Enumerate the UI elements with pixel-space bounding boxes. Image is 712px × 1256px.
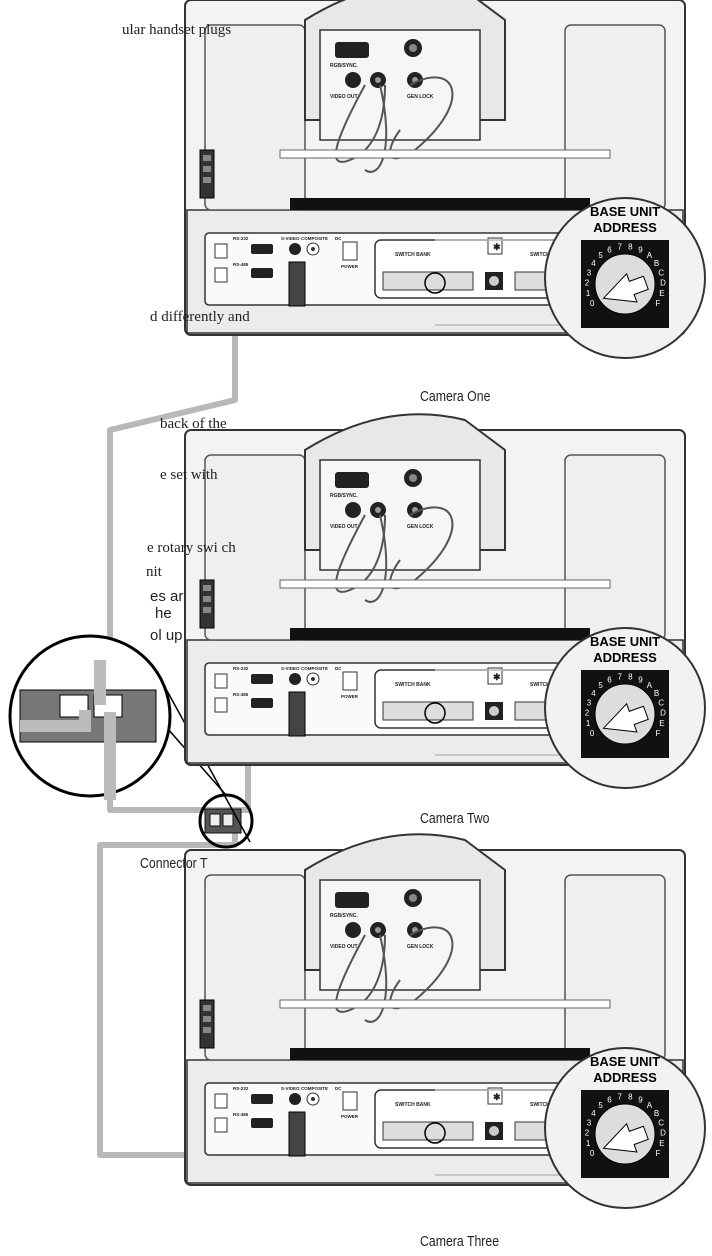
callout-title-line2: ADDRESS (593, 1070, 657, 1085)
callout-title-line2: ADDRESS (593, 220, 657, 235)
dial-digit: D (660, 709, 666, 718)
dial-digit: 5 (598, 1101, 603, 1110)
dial-digit: 3 (587, 268, 592, 277)
dial-digit: 7 (617, 672, 622, 681)
dial-digit: 4 (591, 259, 596, 268)
dial-digit: C (658, 268, 664, 277)
dial-digit: C (658, 698, 664, 707)
dial-digit: 9 (638, 675, 643, 684)
dial-digit: 7 (617, 1092, 622, 1101)
dial-digit: B (654, 259, 659, 268)
dial-digit: 8 (628, 672, 633, 681)
callout-title-line2: ADDRESS (593, 650, 657, 665)
dial-digit: A (647, 251, 653, 260)
dial-digit: 8 (628, 1092, 633, 1101)
dial-digit: B (654, 1109, 659, 1118)
dial-digit: 0 (590, 1149, 595, 1158)
dial-digit: 9 (638, 1095, 643, 1104)
dial-digit: 4 (591, 689, 596, 698)
dial-digit: E (659, 719, 664, 728)
dial-digit: 6 (607, 675, 612, 684)
dial-digit: 6 (607, 245, 612, 254)
caption-camera-three: Camera Three (420, 1233, 499, 1250)
dial-digit: 6 (607, 1095, 612, 1104)
caption-camera-one: Camera One (420, 388, 490, 405)
dial-digit: B (654, 689, 659, 698)
connector-t-jack (223, 814, 233, 826)
dial-digit: D (660, 279, 666, 288)
dial-digit: F (655, 299, 660, 308)
dial-digit: 2 (585, 279, 590, 288)
text-fragment: e set with (160, 467, 218, 484)
connector-t-label: Connector T (140, 855, 207, 872)
dial-digit: 1 (586, 719, 591, 728)
text-fragment: d differently and (150, 309, 250, 326)
dial-digit: F (655, 729, 660, 738)
text-fragment: back of the (160, 416, 227, 433)
caption-camera-two: Camera Two (420, 810, 490, 827)
dial-digit: 9 (638, 245, 643, 254)
text-fragment: nit (146, 564, 162, 581)
connector-t-jack (210, 814, 220, 826)
dial-digit: 7 (617, 242, 622, 251)
text-fragment: he (155, 605, 172, 622)
dial-digit: 8 (628, 242, 633, 251)
callout-title-line1: BASE UNIT (590, 204, 660, 219)
dial-digit: 0 (590, 729, 595, 738)
dial-digit: 1 (586, 289, 591, 298)
dial-digit: 3 (587, 698, 592, 707)
text-fragment: ular handset plugs (122, 22, 231, 39)
dial-digit: 3 (587, 1118, 592, 1127)
dial-digit: E (659, 1139, 664, 1148)
dial-digit: 5 (598, 251, 603, 260)
callout-title-line1: BASE UNIT (590, 1054, 660, 1069)
text-fragment: e rotary swi ch (147, 540, 236, 557)
dial-digit: F (655, 1149, 660, 1158)
dial-digit: 5 (598, 681, 603, 690)
dial-digit: A (647, 1101, 653, 1110)
dial-digit: A (647, 681, 653, 690)
dial-digit: E (659, 289, 664, 298)
text-fragment: ol up (150, 627, 183, 644)
dial-digit: 2 (585, 1129, 590, 1138)
dial-digit: 2 (585, 709, 590, 718)
dial-digit: 0 (590, 299, 595, 308)
dial-digit: 1 (586, 1139, 591, 1148)
dial-digit: 4 (591, 1109, 596, 1118)
callout-title-line1: BASE UNIT (590, 634, 660, 649)
dial-digit: D (660, 1129, 666, 1138)
dial-digit: C (658, 1118, 664, 1127)
